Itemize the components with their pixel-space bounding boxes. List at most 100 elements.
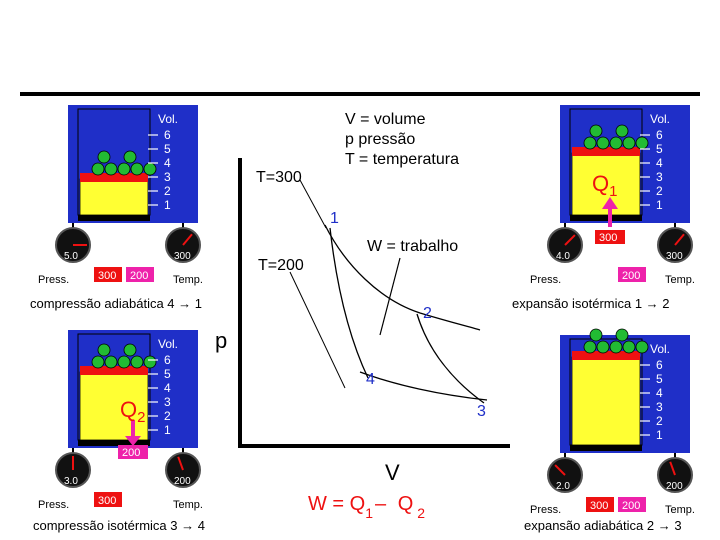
volume-scale-1: 1 (656, 428, 663, 442)
heat-arrow-head (602, 197, 618, 209)
volume-scale-3: 3 (164, 395, 171, 409)
temperature-needle (177, 456, 184, 471)
pressure-needle (554, 464, 566, 476)
weight-ball (615, 328, 629, 342)
pressure-value: 2.0 (556, 481, 570, 492)
weight-ball (635, 340, 649, 354)
piston (572, 351, 640, 360)
cylinder-bottom-left: Vol. 6 5 4 3 2 1 3.0 200 Press. 300 (28, 320, 218, 515)
heat-reservoir (595, 230, 625, 244)
weight-ball (609, 340, 623, 354)
weight-ball (635, 136, 649, 150)
weight-ball (143, 355, 157, 369)
temp-button-300[interactable] (94, 267, 122, 282)
weight-ball (609, 136, 623, 150)
cylinder-top-right: Vol. 6 5 4 3 2 1 4.0 300 Press. 300 (520, 95, 710, 290)
press-label: Press. (38, 499, 69, 511)
temperature-needle (669, 461, 676, 476)
volume-scale-3: 3 (656, 400, 663, 414)
gas (571, 356, 641, 446)
cylinder-top-left: Vol. 6 5 4 3 2 1 5.0 300 Press. 300 (28, 95, 218, 290)
temperature-value: 200 (666, 481, 683, 492)
volume-scale-4: 4 (164, 381, 171, 395)
legend-volume: V = volume (345, 111, 426, 128)
heat-arrow-head (125, 436, 141, 446)
weight-ball (130, 162, 144, 176)
leader-t200 (289, 271, 346, 389)
weight-ball (143, 162, 157, 176)
temp-button-300-label: 300 (590, 500, 608, 512)
gas (79, 178, 149, 216)
leader-t300 (299, 179, 327, 229)
temperature-value: 200 (174, 476, 191, 487)
weight-ball (596, 136, 610, 150)
legend: V = volume p pressão T = temperatura (345, 110, 459, 170)
volume-label: Vol. (650, 112, 670, 126)
cylinder-base (78, 215, 150, 221)
volume-label: Vol. (650, 342, 670, 356)
volume-scale-1: 1 (656, 198, 663, 212)
cylinder-bottom-right: Vol. 6 5 4 3 2 1 2.0 200 Press. 300 (520, 325, 710, 520)
temp-button-200-label: 200 (622, 500, 640, 512)
piston (80, 173, 148, 182)
weight-ball (589, 328, 603, 342)
point-2: 2 (423, 305, 432, 322)
temperature-needle (674, 233, 685, 246)
weight-ball (117, 162, 131, 176)
weight-ball (583, 136, 597, 150)
pressure-value: 4.0 (556, 251, 570, 262)
axis-label-v: V (385, 460, 400, 485)
temp-button-300[interactable] (94, 492, 122, 507)
weight-ball (91, 162, 105, 176)
volume-scale-6: 6 (164, 128, 171, 142)
temperature-value: 300 (174, 251, 191, 262)
temp-button-200-label: 200 (130, 270, 148, 282)
press-label: Press. (530, 274, 561, 286)
temp-label: Temp. (173, 274, 203, 286)
gas (79, 371, 149, 441)
temp-label: Temp. (173, 499, 203, 511)
isotherm-300 (324, 224, 481, 331)
weight-ball (91, 355, 105, 369)
volume-label: Vol. (158, 337, 178, 351)
volume-scale-4: 4 (164, 156, 171, 170)
press-label: Press. (38, 274, 69, 286)
label-t300: T=300 (256, 169, 302, 186)
temperature-value: 300 (666, 251, 683, 262)
axis-label-p: p (215, 328, 227, 353)
temp-button-200[interactable] (126, 267, 154, 282)
volume-scale-5: 5 (164, 367, 171, 381)
weight-ball (97, 150, 111, 164)
heat-reservoir (118, 445, 148, 459)
temp-button-200-label: 200 (622, 270, 640, 282)
pressure-needle (564, 234, 576, 246)
cylinder-base (78, 440, 150, 446)
piston (572, 147, 640, 156)
volume-scale-5: 5 (164, 142, 171, 156)
volume-scale-4: 4 (656, 156, 663, 170)
volume-scale-4: 4 (656, 386, 663, 400)
volume-scale-2: 2 (656, 414, 663, 428)
weight-ball (130, 355, 144, 369)
point-4: 4 (366, 371, 375, 388)
heat-reservoir-temp: 200 (122, 447, 140, 459)
axis-frame (238, 158, 510, 448)
temp-button-200[interactable] (618, 497, 646, 512)
volume-label: Vol. (158, 112, 178, 126)
weight-ball (596, 340, 610, 354)
label-work: W = trabalho (367, 238, 458, 255)
volume-scale-1: 1 (164, 198, 171, 212)
adiabat-2-3 (416, 313, 485, 404)
temp-button-300-label: 300 (98, 270, 116, 282)
caption-bottom-right: expansão adiabática 2 → 3 (524, 518, 682, 533)
adiabat-1-4 (329, 227, 369, 379)
temp-button-200[interactable] (618, 267, 646, 282)
volume-scale-5: 5 (656, 372, 663, 386)
heat-reservoir-temp: 300 (599, 232, 617, 244)
top-rule (20, 92, 700, 96)
weight-ball (104, 162, 118, 176)
caption-top-left: compressão adiabática 4 → 1 (30, 296, 202, 311)
temp-button-300[interactable] (586, 497, 614, 512)
